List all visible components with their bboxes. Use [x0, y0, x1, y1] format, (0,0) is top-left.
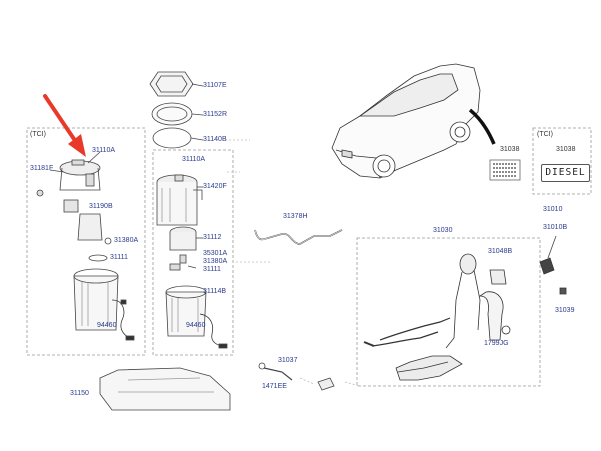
lock-ring-31107e [149, 71, 194, 97]
group-label-tci-right: (TCI) [537, 131, 553, 138]
car-illustration [331, 63, 481, 179]
clamp-31037 [263, 367, 293, 381]
diesel-label-plate: DIESEL [541, 164, 590, 182]
callout-31010b[interactable]: 31010B [543, 224, 568, 231]
callout-35301a[interactable]: 35301A [203, 250, 228, 257]
fuel-line-31378h [254, 229, 343, 245]
callout-31110a-center[interactable]: 31110A [182, 156, 206, 163]
callout-31030[interactable]: 31030 [433, 227, 453, 234]
left-pump-assembly [36, 151, 135, 341]
callout-94460-left[interactable]: 94460 [97, 322, 117, 329]
caution-label-31038 [489, 159, 521, 181]
callout-31378h[interactable]: 31378H [283, 213, 308, 220]
callout-94460-center[interactable]: 94460 [186, 322, 206, 329]
callout-31111-center[interactable]: 31111 [203, 266, 221, 273]
main-pump-group-box [152, 149, 234, 356]
callout-31420f[interactable]: 31420F [203, 183, 227, 190]
fuel-tank-31150 [99, 367, 231, 411]
grommet-1471ee [317, 377, 335, 391]
callout-31111-left[interactable]: 31111 [110, 254, 128, 261]
filter-assembly-31030 [363, 253, 511, 381]
tci-left-group-box [26, 127, 146, 356]
bracket-31010b [539, 257, 555, 275]
filler-pointer-line [468, 108, 496, 145]
cover-31152r [151, 102, 193, 126]
callout-31152r[interactable]: 31152R [203, 111, 228, 118]
callout-31114b[interactable]: 31114B [203, 288, 227, 295]
callout-31380a-center[interactable]: 31380A [203, 258, 228, 265]
group-label-tci-left: (TCI) [30, 131, 46, 138]
callout-31181f[interactable]: 31181F [30, 165, 54, 172]
callout-31110a-left[interactable]: 31110A [92, 147, 116, 154]
callout-31380a-left[interactable]: 31380A [114, 237, 139, 244]
callout-31038-diesel[interactable]: 31038 [556, 146, 576, 153]
callout-31048b[interactable]: 31048B [488, 248, 513, 255]
callout-31038-sticker[interactable]: 31038 [500, 146, 520, 153]
gasket-31140b [152, 127, 192, 149]
bolt-31039 [559, 287, 567, 295]
filter-group-box [356, 237, 541, 387]
callout-31107e[interactable]: 31107E [203, 82, 227, 89]
callout-31112[interactable]: 31112 [203, 234, 222, 241]
callout-1799jg[interactable]: 1799JG [484, 340, 509, 347]
center-pump-assembly [156, 174, 228, 349]
red-pointer-arrow [43, 94, 86, 157]
callout-31037[interactable]: 31037 [278, 357, 298, 364]
callout-31190b[interactable]: 31190B [89, 203, 113, 210]
callout-31140b[interactable]: 31140B [203, 136, 227, 143]
tci-right-group-box [532, 127, 592, 195]
callout-1471ee[interactable]: 1471EE [262, 383, 287, 390]
callout-31039[interactable]: 31039 [555, 307, 575, 314]
callout-31010[interactable]: 31010 [543, 206, 563, 213]
callout-31150[interactable]: 31150 [70, 390, 89, 397]
